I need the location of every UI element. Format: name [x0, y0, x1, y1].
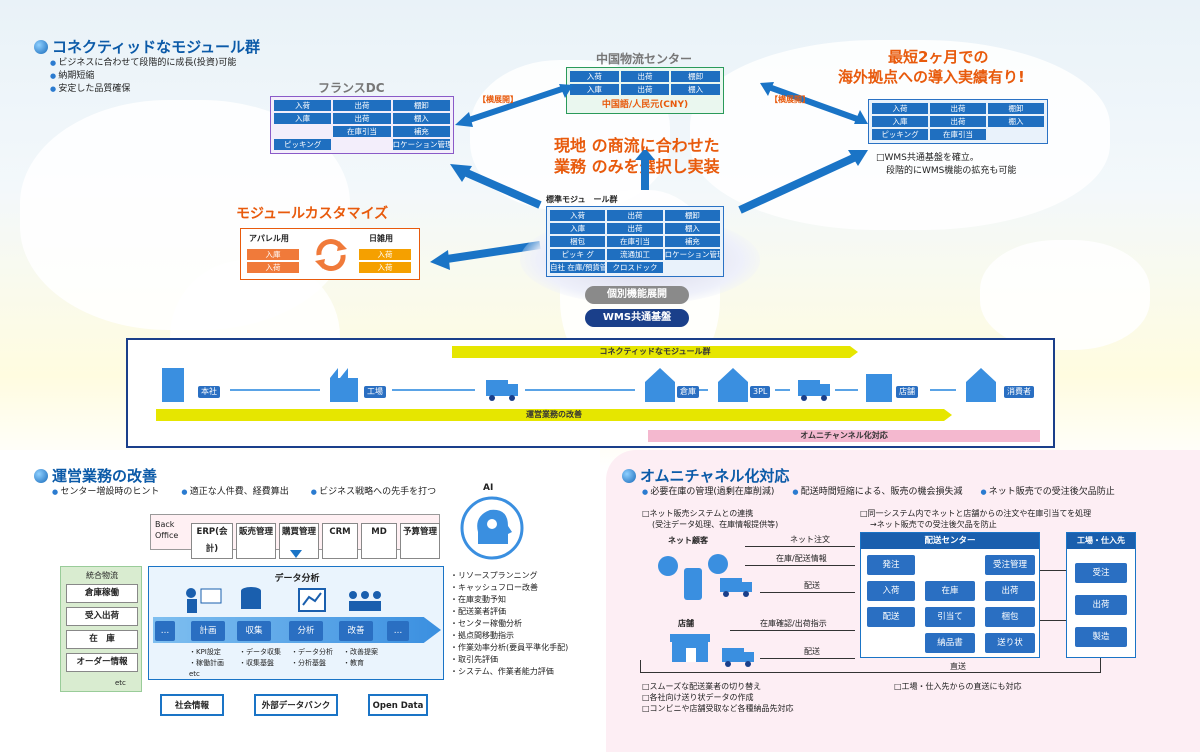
france-title: フランスDC [318, 81, 385, 95]
factory-box: 工場・仕入先 受注 出荷 製造 [1066, 532, 1136, 658]
connected-title: コネクティッドなモジュール群 [34, 36, 260, 57]
flow-node-hq: 本社 [198, 386, 220, 398]
customize-title: モジュールカスタマイズ [236, 206, 389, 222]
backoffice-box: Back Office ERP(会計) 販売管理 購買管理 CRM MD 予算管… [150, 514, 440, 559]
delivery-center-box: 配送センター 発注 受注管理 入荷 在庫 出荷 配送 引当て 梱包 納品書 送り… [860, 532, 1040, 658]
store-label: 店舗 [678, 619, 694, 628]
overseas-headline-2: 海外拠点への導入実績有り! [838, 68, 1025, 86]
overseas-headline-1: 最短2ヶ月での [888, 48, 989, 66]
globe-icon [622, 468, 636, 483]
cycle-icon [315, 239, 347, 271]
arrow-stock-check: 在庫確認/出荷指示 [760, 619, 827, 628]
overseas-note-1: □WMS共通基盤を確立。 [876, 153, 979, 163]
arrow-delivery-2: 配送 [804, 647, 820, 656]
expand-label-left: 【横展開】 [478, 95, 518, 104]
omni-bullets: 必要在庫の管理(過剰在庫削減) 配送時間短縮による、販売の機会損失減 ネット販売… [642, 486, 1114, 499]
overseas-note-2: 段階的にWMS機能の拡充も可能 [886, 166, 1017, 176]
expand-arrow-left [455, 84, 573, 127]
omni-bottom-left: □スムーズな配送業者の切り替え □各社向け送り状データの作成 □コンビニや店舗受… [642, 682, 794, 713]
flow-node-store: 店舗 [896, 386, 918, 398]
overseas-module-box: 入荷 出荷 棚卸 入庫 出荷 棚入 ピッキング 在庫引当 [868, 99, 1048, 144]
arrow-delivery-1: 配送 [804, 581, 820, 590]
flow-icons [162, 368, 996, 402]
omni-note-right-2: →ネット販売での受注後欠品を防止 [870, 520, 997, 529]
china-title: 中国物流センター [596, 52, 693, 66]
source-databank: 外部データバンク [254, 694, 338, 716]
truck-icon [722, 648, 754, 667]
data-analysis-box: データ分析 … 計画 収集 分析 改善 … ・KPI設定 ・稼働計画 etc ・… [148, 566, 444, 680]
expand-arrow-right [760, 82, 868, 124]
connected-bar: コネクティッドなモジュール群 [452, 346, 858, 358]
arrow-net-order: ネット注文 [790, 535, 830, 544]
flow-node-warehouse: 倉庫 [677, 386, 699, 398]
ops-bullets: センター増設時のヒント 適正な人件費、経費算出 ビジネス戦略への先手を打つ [52, 486, 436, 499]
analysis-icons [186, 587, 381, 613]
arrow-stock-info: 在庫/配送情報 [776, 554, 827, 563]
omni-bottom-right: □工場・仕入先からの直送にも対応 [894, 682, 1022, 691]
individual-pill: 個別機能展開 [585, 286, 689, 304]
center-msg-2: 業務 のみを選択し実装 [554, 157, 720, 176]
down-arrow [290, 550, 302, 558]
france-module-box: 入荷 出荷 棚卸 入庫 出荷 棚入 在庫引当 補充 ピッキング ロケーション管理 [270, 96, 454, 154]
connected-bullets: ビジネスに合わせて段階的に成長(投資)可能 納期短縮 安定した品質確保 [50, 57, 236, 96]
net-customer-icon [658, 554, 728, 600]
store-icon [670, 634, 710, 662]
customize-box: アパレル用 日雑用 入庫 入荷 入荷 入荷 [240, 228, 420, 280]
omni-title: オムニチャネル化対応 [622, 465, 789, 486]
operations-bar: 運営業務の改善 [156, 409, 952, 421]
globe-icon [34, 468, 48, 483]
china-lang: 中国語/人民元(CNY) [601, 100, 689, 110]
center-msg-1: 現地 の商流に合わせた [554, 136, 720, 155]
analysis-outputs: ・リソースプランニング ・キャッシュフロー改善 ・在庫変動予知 ・配送業者評価 … [450, 571, 569, 676]
standard-module-box: 入荷 出荷 棚卸 入庫 出荷 棚入 梱包 在庫引当 補充 ピッキ グ 流通加工 … [546, 206, 724, 277]
wms-base-pill: WMS共通基盤 [585, 309, 689, 327]
omni-note-right-1: □同一システム内でネットと店舗からの注文や在庫引当てを処理 [860, 509, 1092, 518]
omni-note-left-1: □ネット販売システムとの連携 [642, 509, 754, 518]
omni-note-left-2: (受注データ処理、在庫情報提供等) [652, 520, 779, 529]
omni-bar: オムニチャンネル化対応 [648, 430, 1040, 442]
standard-label: 標準モジュ ール群 [546, 195, 618, 204]
china-module-box: 入荷 出荷 棚卸 入庫 出荷 棚入 中国語/人民元(CNY) [566, 67, 724, 114]
net-customer-label: ネット顧客 [668, 536, 708, 545]
ai-label: AI [483, 483, 494, 493]
ai-head-icon [460, 496, 524, 560]
ops-title: 運営業務の改善 [34, 465, 157, 486]
integrated-box: 統合物流 倉庫稼働 受入出荷 在 庫 オーダー情報 etc [60, 566, 142, 692]
source-social: 社会情報 [160, 694, 224, 716]
flow-node-3pl: 3PL [750, 386, 771, 398]
arrow-direct: 直送 [950, 662, 966, 671]
globe-icon [34, 39, 48, 54]
flow-node-factory: 工場 [364, 386, 386, 398]
expand-label-right: 【横展開】 [770, 95, 810, 104]
source-opendata: Open Data [368, 694, 428, 716]
flow-node-consumer: 消費者 [1004, 386, 1034, 398]
truck-icon [720, 578, 752, 597]
